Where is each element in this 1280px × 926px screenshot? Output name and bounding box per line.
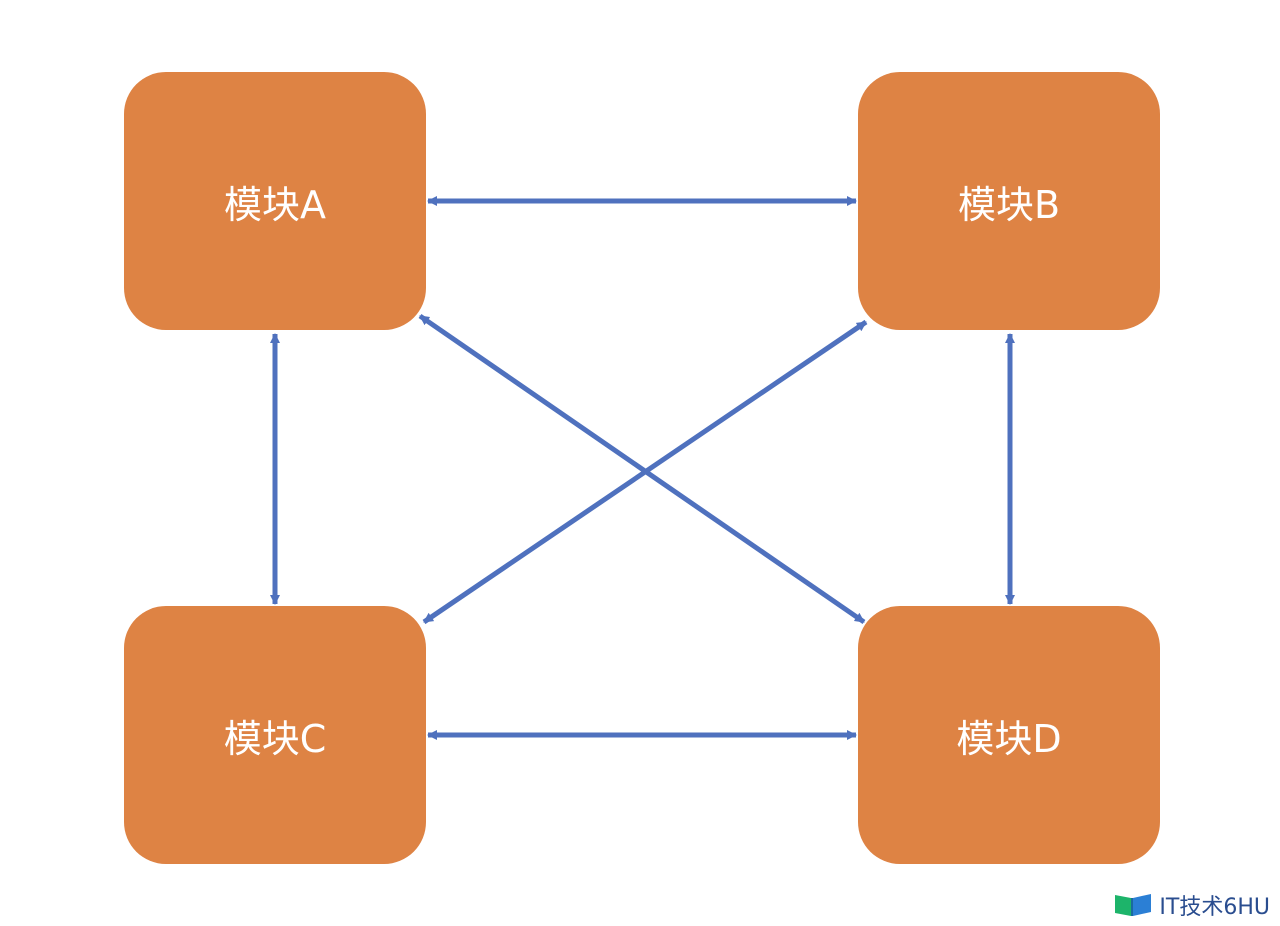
module-c: 模块C	[124, 606, 426, 864]
arrow-b-c	[422, 319, 868, 625]
module-b: 模块B	[858, 72, 1160, 330]
book-logo-icon	[1113, 892, 1153, 918]
connectors	[270, 196, 1015, 740]
module-b-label: 模块B	[957, 182, 1061, 227]
module-c-label: 模块C	[223, 716, 327, 761]
arrow-a-d	[418, 313, 866, 625]
module-a-label: 模块A	[224, 182, 326, 227]
watermark: IT技术6HU	[1113, 890, 1270, 920]
module-d-label: 模块D	[956, 716, 1062, 761]
watermark-text: IT技术6HU	[1159, 895, 1270, 920]
module-d: 模块D	[858, 606, 1160, 864]
module-a: 模块A	[124, 72, 426, 330]
